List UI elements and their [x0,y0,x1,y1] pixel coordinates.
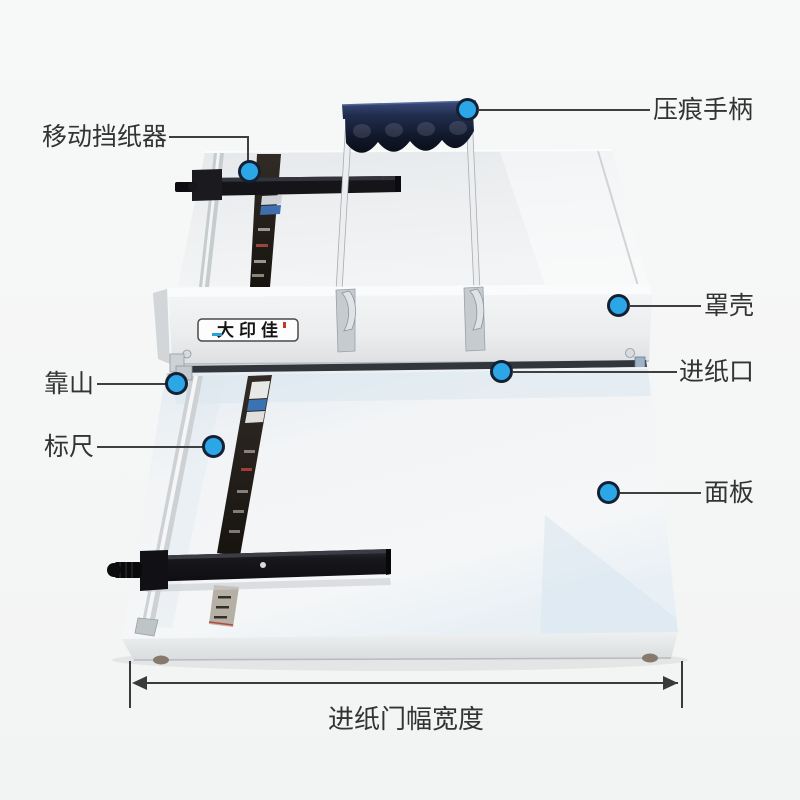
callout-paper-stop-line-vertical [247,136,249,173]
callout-cover-label: 罩壳 [704,292,755,320]
dimension-tick-right [681,661,683,708]
callout-ruler-label: 标尺 [43,433,94,461]
callout-handle-line [478,109,650,111]
dimension-tick-left [129,661,131,708]
callout-cover-dot [607,294,630,317]
brand-plate: 大印佳 [197,318,299,342]
cover-slots [335,286,486,353]
callout-panel-line [620,492,701,494]
paper-stop-bottom [107,549,391,592]
callout-panel-dot [597,481,620,504]
callout-handle-label: 压痕手柄 [653,96,754,124]
brand-label: 大印佳 [217,320,283,340]
callout-paper-stop-line [169,136,249,138]
panel-ruler-strip [208,375,272,627]
callout-feed-inlet-dot [490,360,513,383]
callout-paper-stop-dot [238,160,261,183]
callout-cover-line [629,305,701,307]
dimension-label: 进纸门幅宽度 [327,704,484,734]
cover-shell: 大印佳 [153,284,652,366]
callout-fence-dot [165,372,188,395]
callout-fence-label: 靠山 [43,370,94,398]
callout-feed-inlet-label: 进纸口 [679,358,755,386]
dimension-arrowhead-right [663,676,678,690]
callout-panel-label: 面板 [704,479,755,507]
callout-paper-stop-label: 移动挡纸器 [41,123,167,151]
callout-fence-line [97,383,168,385]
dimension-arrow-line [134,682,678,684]
callout-feed-inlet-line [512,371,677,373]
callout-ruler-dot [202,435,225,458]
front-panel [122,367,678,639]
machine-base [122,632,678,665]
callout-ruler-line [97,446,204,448]
dimension-arrowhead-left [132,676,147,690]
creasing-handle [341,100,477,153]
callout-handle-dot [456,98,479,121]
